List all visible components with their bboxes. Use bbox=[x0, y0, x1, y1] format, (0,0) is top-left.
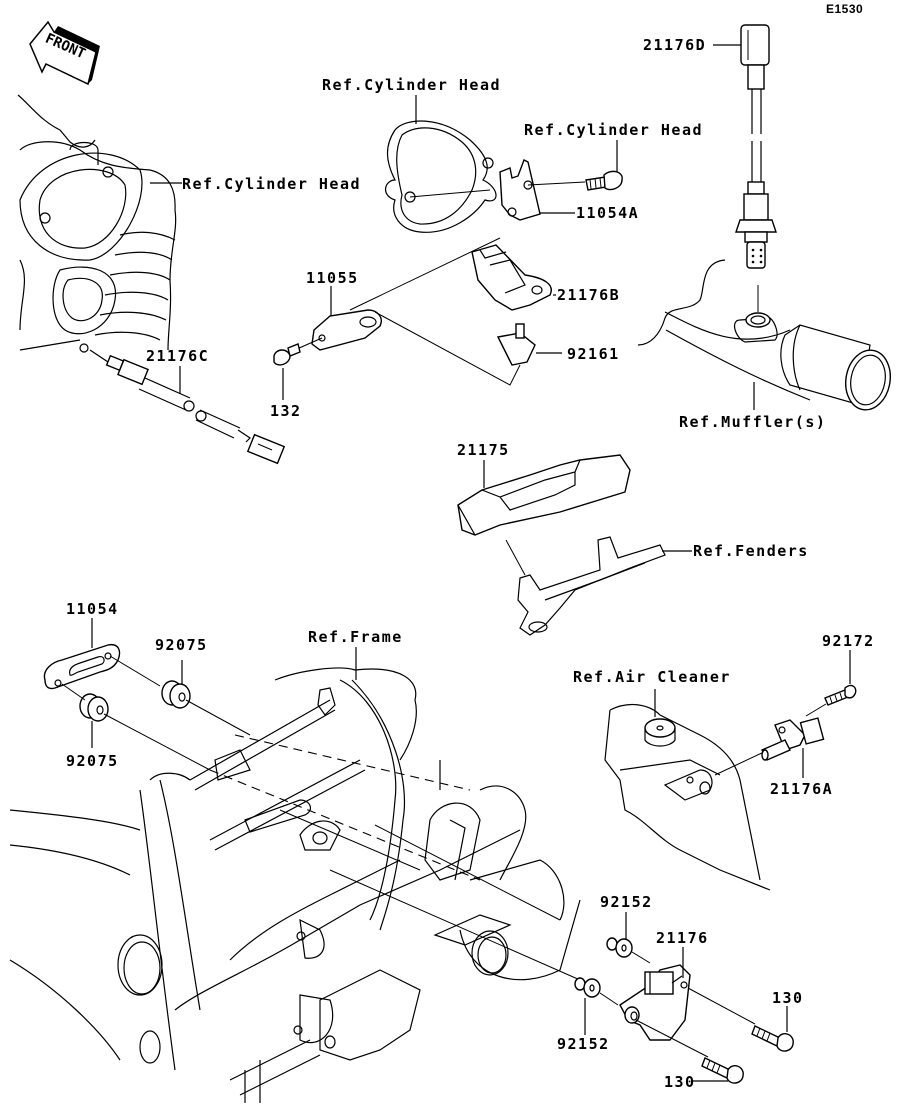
part-number-21176d[interactable]: 21176D bbox=[643, 36, 707, 54]
figure-code: E1530 bbox=[826, 2, 864, 16]
bolt-132-drawing bbox=[273, 337, 323, 366]
bolt-130-bottom-drawing bbox=[701, 1057, 744, 1084]
ref-cylinder-head-top-label: Ref.Cylinder Head bbox=[322, 76, 502, 94]
oxygen-sensor-drawing bbox=[735, 24, 777, 269]
air-cleaner-drawing bbox=[604, 703, 771, 891]
part-number-21176c[interactable]: 21176C bbox=[146, 347, 210, 365]
frame-drawing bbox=[9, 667, 581, 1103]
intake-air-temp-sensor-drawing bbox=[761, 717, 825, 761]
part-number-21176a[interactable]: 21176A bbox=[770, 780, 834, 798]
part-number-92161[interactable]: 92161 bbox=[567, 345, 620, 363]
damper-92075-bottom-drawing bbox=[79, 693, 109, 722]
bracket-11055-drawing bbox=[311, 309, 382, 351]
ref-fenders-label: Ref.Fenders bbox=[693, 542, 809, 560]
part-number-11054a[interactable]: 11054A bbox=[576, 204, 640, 222]
bolt-cylinder-head-drawing bbox=[585, 170, 623, 191]
part-number-92075-bottom[interactable]: 92075 bbox=[66, 752, 119, 770]
fender-bracket-drawing bbox=[517, 536, 666, 636]
part-number-21176b[interactable]: 21176B bbox=[557, 286, 621, 304]
ref-air-cleaner-label: Ref.Air Cleaner bbox=[573, 668, 731, 686]
cylinder-head-cover-drawing bbox=[385, 120, 497, 233]
ref-cylinder-head-bolt-label: Ref.Cylinder Head bbox=[524, 121, 704, 139]
cylinder-head-drawing bbox=[17, 94, 177, 353]
part-number-92152-top[interactable]: 92152 bbox=[600, 893, 653, 911]
part-number-11055[interactable]: 11055 bbox=[306, 269, 359, 287]
bracket-11054a-drawing bbox=[499, 159, 541, 221]
collar-92152-bottom-drawing bbox=[574, 977, 601, 998]
screw-92172-drawing bbox=[824, 684, 857, 706]
ecu-drawing bbox=[457, 454, 631, 536]
part-number-11054[interactable]: 11054 bbox=[66, 600, 119, 618]
ref-mufflers-label: Ref.Muffler(s) bbox=[679, 413, 827, 431]
ref-frame-label: Ref.Frame bbox=[308, 628, 403, 646]
part-number-130-bottom[interactable]: 130 bbox=[664, 1073, 696, 1091]
part-number-92152-bottom[interactable]: 92152 bbox=[557, 1035, 610, 1053]
front-arrow-icon bbox=[29, 20, 100, 86]
pressure-sensor-drawing bbox=[471, 244, 552, 311]
ref-cylinder-head-left-label: Ref.Cylinder Head bbox=[182, 175, 362, 193]
damper-92075-top-drawing bbox=[161, 680, 191, 709]
part-number-132[interactable]: 132 bbox=[270, 402, 302, 420]
damper-92161-drawing bbox=[496, 323, 536, 366]
part-number-130-right[interactable]: 130 bbox=[772, 989, 804, 1007]
bolt-130-right-drawing bbox=[751, 1025, 794, 1052]
part-number-92075-top[interactable]: 92075 bbox=[155, 636, 208, 654]
part-number-21176[interactable]: 21176 bbox=[656, 929, 709, 947]
part-number-21175[interactable]: 21175 bbox=[457, 441, 510, 459]
collar-92152-top-drawing bbox=[606, 937, 633, 958]
tip-over-sensor-drawing bbox=[619, 964, 691, 1041]
muffler-drawing bbox=[637, 259, 891, 411]
part-number-92172[interactable]: 92172 bbox=[822, 632, 875, 650]
bracket-11054-drawing bbox=[43, 643, 121, 690]
temperature-sensor-drawing bbox=[89, 349, 286, 465]
